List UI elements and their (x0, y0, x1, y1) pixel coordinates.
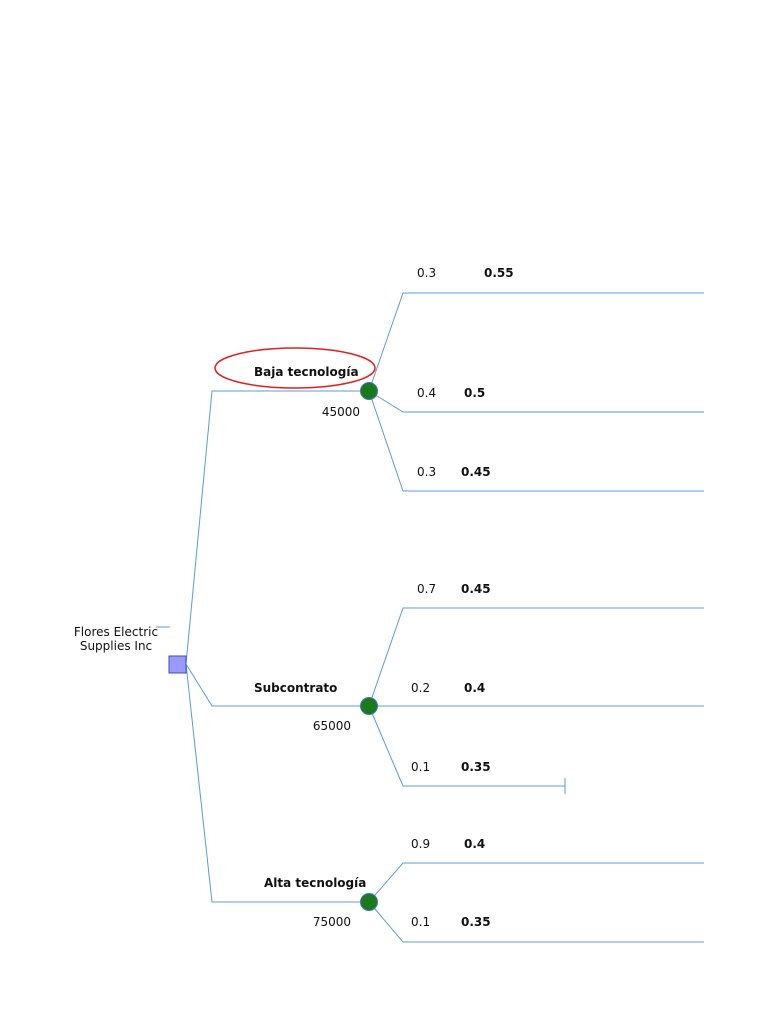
outcome-value: 0.5 (464, 386, 486, 400)
outcome-branch-line (368, 292, 704, 392)
outcome-value: 0.45 (461, 465, 491, 479)
decision-branch-line (185, 663, 369, 903)
tree-nodes (360, 382, 378, 911)
outcome-branch-line (368, 607, 704, 707)
branch-cost-alta: 75000 (312, 915, 351, 929)
root-label: Flores Electric Supplies Inc (64, 625, 168, 653)
tree-lines (156, 292, 704, 943)
outcome-branch-line (368, 901, 704, 943)
outcome-branch-line (368, 862, 704, 903)
outcome-value: 0.35 (461, 915, 491, 929)
outcome-branch-line (368, 390, 704, 413)
chance-node[interactable] (360, 697, 378, 715)
outcome-prob: 0.1 (411, 915, 431, 929)
outcome-prob: 0.3 (417, 266, 437, 280)
branch-cost-baja: 45000 (321, 405, 360, 419)
chance-node[interactable] (360, 382, 378, 400)
outcome-value: 0.4 (464, 681, 486, 695)
outcome-branch-line (368, 705, 565, 787)
outcome-prob: 0.1 (411, 760, 431, 774)
outcome-prob: 0.7 (417, 582, 437, 596)
branch-name-baja: Baja tecnología (254, 365, 359, 379)
branch-name-subcontrato: Subcontrato (254, 681, 338, 695)
decision-branch-line (185, 390, 369, 665)
decision-node[interactable] (168, 655, 187, 674)
outcome-prob: 0.3 (417, 465, 437, 479)
root-label-line1: Flores Electric (73, 625, 159, 639)
chance-node[interactable] (360, 893, 378, 911)
highlight-ellipse (214, 347, 376, 389)
outcome-value: 0.45 (461, 582, 491, 596)
branch-cost-subcontrato: 65000 (312, 719, 351, 733)
outcome-prob: 0.9 (411, 837, 431, 851)
outcome-prob: 0.4 (417, 386, 437, 400)
branch-name-alta: Alta tecnología (264, 876, 367, 890)
outcome-value: 0.35 (461, 760, 491, 774)
outcome-branch-line (368, 390, 704, 492)
outcome-prob: 0.2 (411, 681, 431, 695)
root-label-line2: Supplies Inc (79, 639, 153, 653)
outcome-value: 0.55 (484, 266, 514, 280)
decision-branch-line (185, 663, 369, 707)
outcome-value: 0.4 (464, 837, 486, 851)
